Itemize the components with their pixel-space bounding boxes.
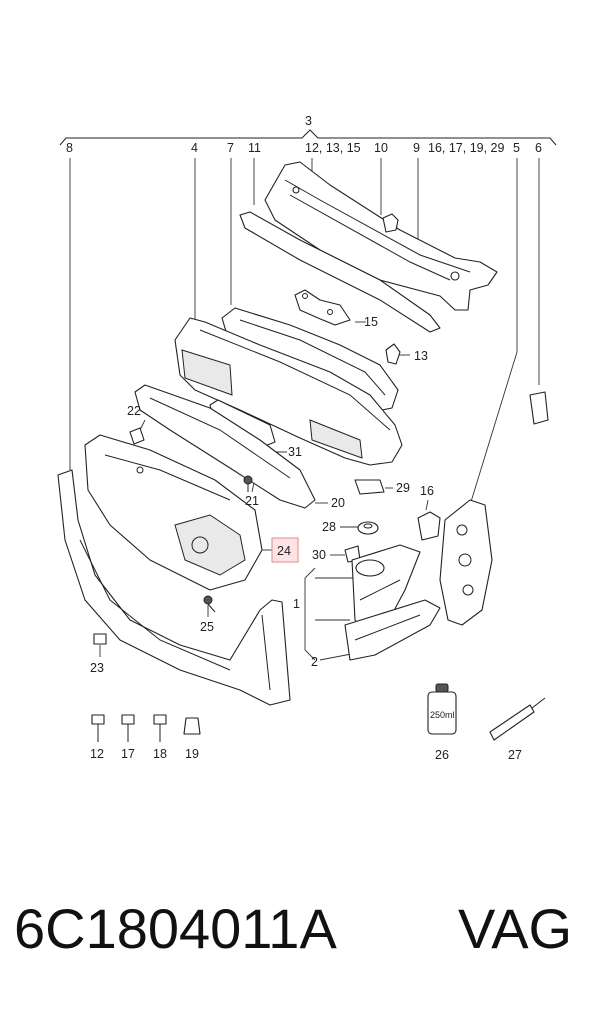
label-10[interactable]: 10: [374, 141, 388, 155]
label-8[interactable]: 8: [66, 141, 73, 155]
label-29[interactable]: 29: [396, 481, 410, 495]
label-24[interactable]: 24: [277, 544, 291, 558]
part-18-screw: [153, 714, 167, 742]
brand-name: VAG: [458, 897, 573, 960]
top-labels: 8 4 7 11 12, 13, 15 10 9 16, 17, 19, 29 …: [66, 141, 542, 155]
label-16[interactable]: 16: [420, 484, 434, 498]
label-25[interactable]: 25: [200, 620, 214, 634]
label-20[interactable]: 20: [331, 496, 345, 510]
label-7[interactable]: 7: [227, 141, 234, 155]
part-10-clip: [382, 213, 399, 233]
part-27-tube: [489, 697, 546, 741]
label-28[interactable]: 28: [322, 520, 336, 534]
label-5[interactable]: 5: [513, 141, 520, 155]
part-24-insulation: [84, 434, 263, 591]
label-15[interactable]: 15: [364, 315, 378, 329]
part-23-bolt: [93, 633, 107, 645]
part-17-screw: [121, 714, 135, 742]
group-3-bracket: 3: [59, 114, 557, 146]
label-12-13-15[interactable]: 12, 13, 15: [305, 141, 361, 155]
part-28-cap: [357, 521, 379, 535]
label-21[interactable]: 21: [245, 494, 259, 508]
can-label: 250ml: [430, 710, 455, 720]
label-12[interactable]: 12: [90, 747, 104, 761]
label-11[interactable]: 11: [248, 141, 261, 155]
part-5-side-panel: [439, 499, 493, 626]
label-2[interactable]: 2: [311, 655, 318, 669]
part-number: 6C1804011A: [14, 897, 337, 960]
part-11-strip: [239, 211, 441, 333]
label-1[interactable]: 1: [293, 597, 300, 611]
part-6-plug: [529, 391, 549, 425]
label-6[interactable]: 6: [535, 141, 542, 155]
label-16-17-19-29[interactable]: 16, 17, 19, 29: [428, 141, 505, 155]
part-1-strut-tower: [351, 544, 421, 631]
part-15-bracket: [294, 289, 351, 326]
part-22-clip: [129, 427, 145, 445]
label-23[interactable]: 23: [90, 661, 104, 675]
part-29-piece: [354, 479, 385, 495]
label-13[interactable]: 13: [414, 349, 428, 363]
label-26[interactable]: 26: [435, 748, 449, 762]
label-30[interactable]: 30: [312, 548, 326, 562]
label-18[interactable]: 18: [153, 747, 167, 761]
leader-lines: [69, 158, 540, 661]
part-19-nut: [183, 717, 201, 735]
label-17[interactable]: 17: [121, 747, 135, 761]
part-8-firewall: [57, 469, 291, 706]
label-19[interactable]: 19: [185, 747, 199, 761]
part-25-bolt: [203, 595, 216, 613]
label-24-highlight: [271, 537, 299, 563]
part-2-longitudinal: [344, 599, 441, 661]
part-labels: 15 13 22 31 21 29 20 16 28 24 30 1 25 2 …: [90, 315, 522, 762]
part-13-fixture: [385, 343, 401, 365]
part-21-bolt: [243, 475, 253, 492]
label-27[interactable]: 27: [508, 748, 522, 762]
label-31[interactable]: 31: [288, 445, 302, 459]
label-9[interactable]: 9: [413, 141, 420, 155]
label-22[interactable]: 22: [127, 404, 141, 418]
label-3[interactable]: 3: [305, 114, 312, 128]
part-16-bracket: [417, 511, 441, 541]
part-20-reinforcement: [134, 384, 316, 509]
label-4[interactable]: 4: [191, 141, 198, 155]
part-26-can: 250ml: [427, 683, 457, 735]
part-12-screw: [91, 714, 105, 742]
exploded-parts-diagram: 3 8 4 7 11 12, 13, 15 10 9 16, 17, 19, 2…: [57, 114, 557, 762]
